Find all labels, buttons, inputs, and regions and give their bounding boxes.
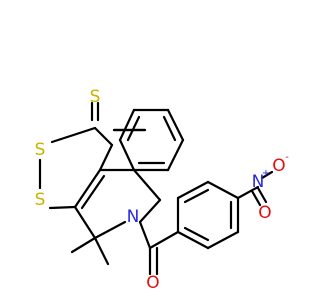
bond-s-c3a [48, 205, 77, 210]
bond-c9a-c5a [132, 168, 162, 202]
bond-c4-me2 [93, 236, 110, 266]
bond-ar-nitro [236, 185, 260, 200]
bond-ar-5 [206, 230, 240, 250]
bond-ar-2 [176, 180, 210, 200]
bond-ar-inner-1 [183, 188, 210, 204]
bond-benz-1 [118, 138, 136, 172]
bond-co-aryl [148, 230, 180, 250]
bond-c1-c9b [93, 126, 114, 147]
oxygen-nitro-right-label: O [272, 156, 285, 176]
bond-benz-4 [166, 108, 185, 142]
bond-n-o-bottom-1 [256, 186, 268, 204]
bond-n-o-bottom-2 [250, 189, 262, 207]
bond-benz-2 [118, 108, 136, 142]
oxygen-nitro-bottom-label: O [258, 203, 271, 223]
nitrogen-nitro-charge: + [262, 168, 270, 179]
atom-labels: S S S N O N + O - O [35, 87, 290, 293]
nitrogen-ring-label: N [127, 207, 140, 227]
bond-c4-n [93, 220, 127, 240]
bond-ar-3 [206, 180, 240, 200]
sulfur-ring-top-label: S [35, 140, 46, 160]
bond-c3a-c9b-a [73, 168, 102, 209]
bond-n-c5a [138, 198, 162, 224]
sulfur-ring-bottom-label: S [35, 190, 46, 210]
bond-ar-6 [176, 230, 210, 250]
sulfur-thione-label: S [90, 87, 101, 107]
structure-svg: S S S N O N + O - O [35, 87, 290, 293]
bond-benz-inner-2 [162, 115, 177, 142]
bond-c1-s [50, 126, 97, 144]
bond-c3a-c4 [73, 205, 97, 240]
bond-c4-me1 [70, 236, 97, 254]
bond-c9b-c1 [98, 143, 114, 172]
bonds [38, 101, 274, 276]
bond-benz-inner-1 [126, 115, 141, 142]
molecule-diagram: S S S N O N + O - O [35, 87, 290, 293]
oxygen-nitro-right-charge: - [285, 152, 289, 163]
bond-ar-inner-3 [183, 226, 210, 242]
bond-c3a-c9b-b [80, 174, 106, 210]
bond-n-o-right [260, 170, 274, 180]
nitrogen-nitro-label: N [252, 172, 265, 192]
bond-benz-5 [166, 138, 185, 172]
oxygen-carbonyl-label: O [146, 273, 159, 293]
bond-n-co [138, 220, 152, 250]
